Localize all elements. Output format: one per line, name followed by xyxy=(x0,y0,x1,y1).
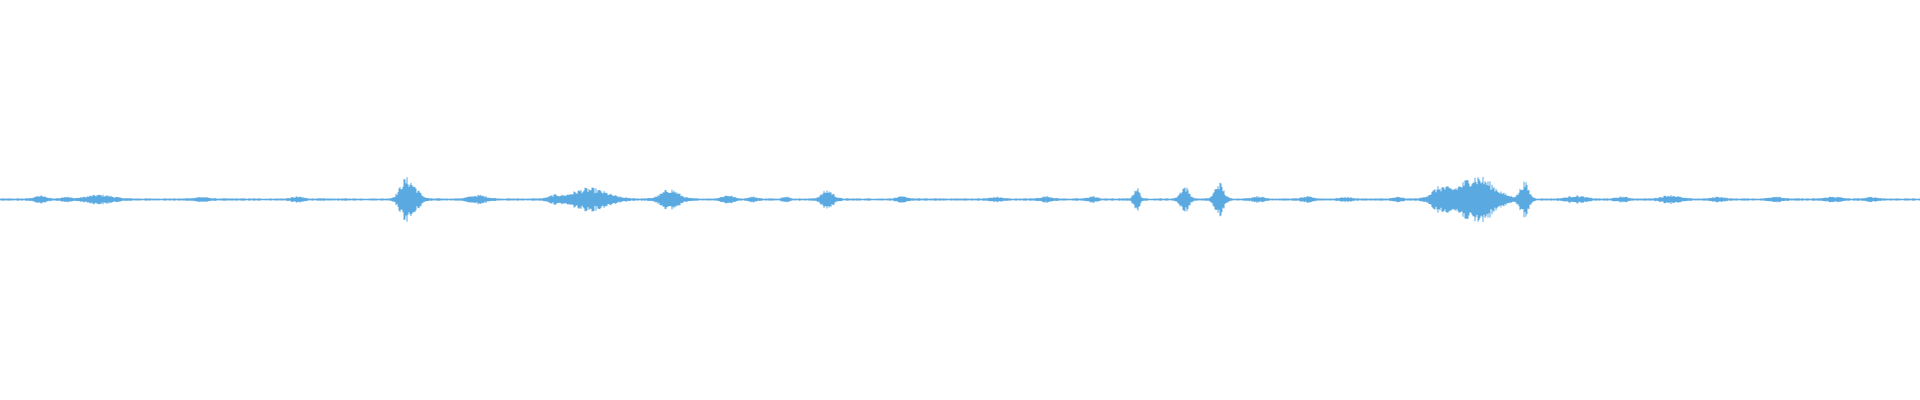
waveform-trace xyxy=(0,177,1920,222)
